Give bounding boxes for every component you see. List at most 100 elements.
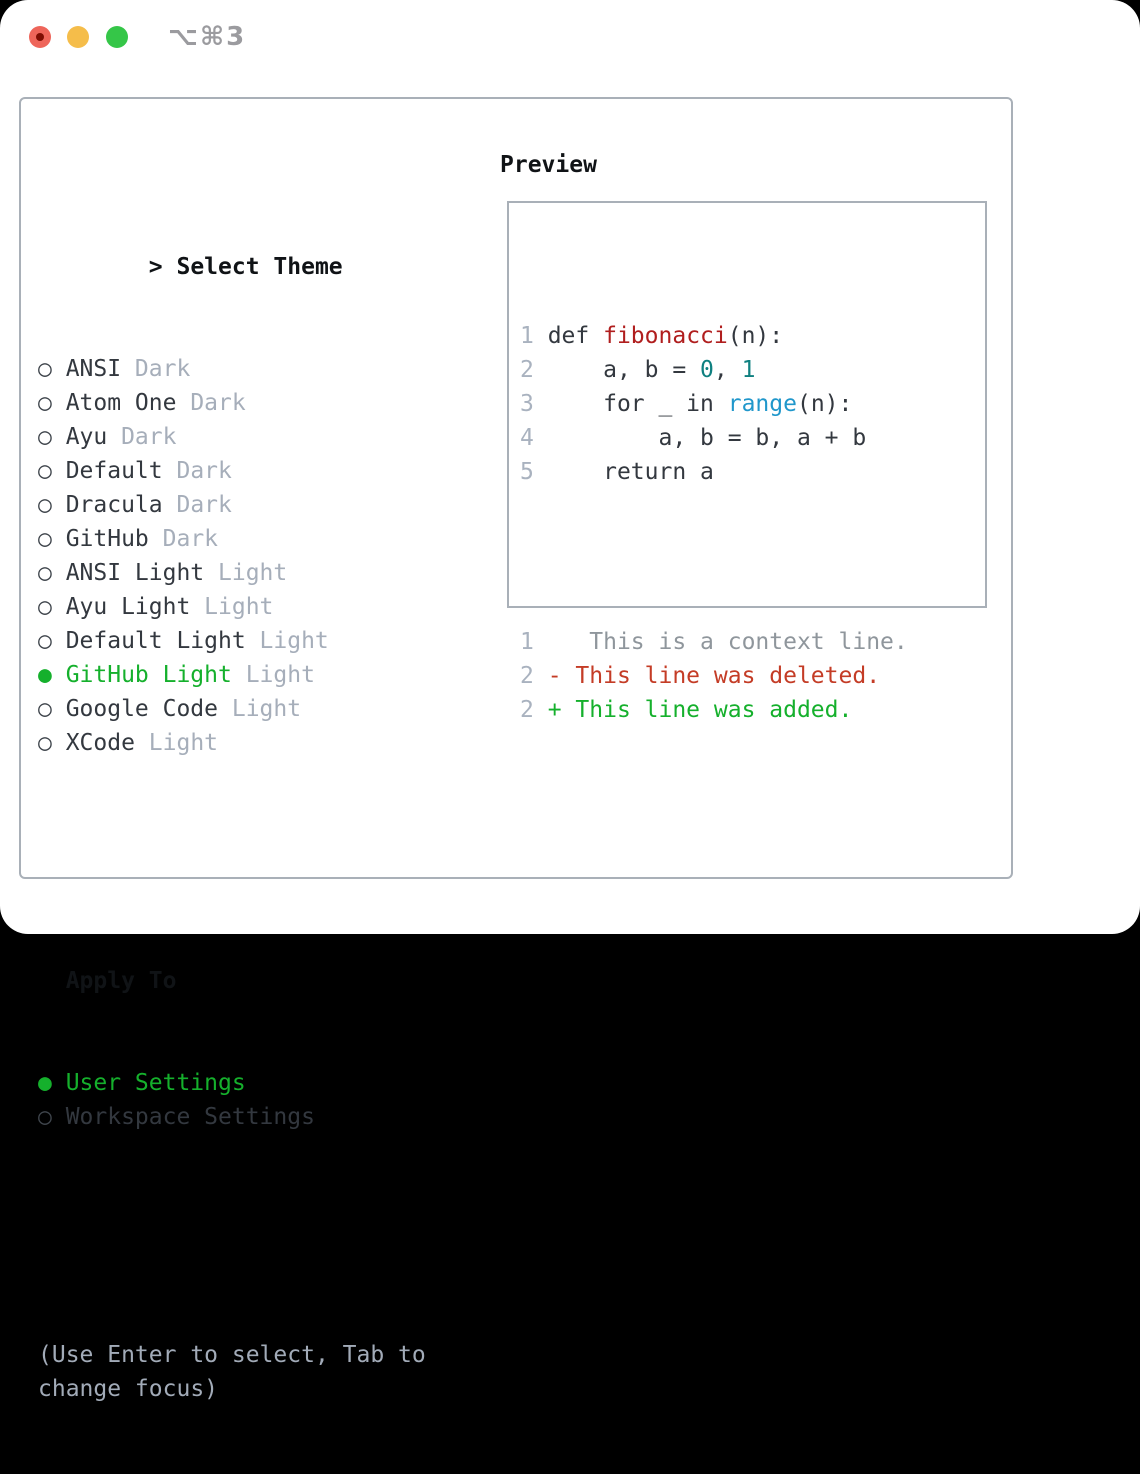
radio-icon: ● [38,1070,52,1096]
select-theme-header: > Select Theme [38,216,490,280]
radio-icon: ○ [38,628,52,654]
radio-icon: ○ [38,356,52,382]
close-button[interactable] [29,26,51,48]
apply-to-option[interactable]: ○ Workspace Settings [38,1100,490,1134]
apply-to-option[interactable]: ● User Settings [38,1066,490,1100]
radio-icon: ○ [38,594,52,620]
line-number: 1 [520,629,534,655]
theme-variant: Light [231,696,302,722]
diff-line: 2 + This line was added. [520,693,908,727]
theme-variant: Light [245,662,315,688]
code-token: (n): [727,323,784,349]
theme-option[interactable]: ● GitHub Light Light [38,658,490,692]
code-token: 0 [700,357,714,383]
theme-name: Default [65,458,163,484]
radio-icon: ○ [38,390,52,416]
radio-icon: ○ [38,424,52,450]
theme-option[interactable]: ○ Default Dark [38,454,490,488]
code-line: 5 return a [520,455,908,489]
diff-text: - This line was deleted. [533,663,881,689]
theme-name: Dracula [65,492,163,518]
line-number: 2 [520,663,534,689]
apply-to-title: Apply To [65,968,177,994]
code-token: for _ in [533,391,728,417]
radio-icon: ○ [38,696,52,722]
theme-name: Ayu Light [65,594,191,620]
close-dot-icon [36,33,44,41]
code-line: 2 a, b = 0, 1 [520,353,908,387]
theme-name: XCode [65,730,135,756]
theme-name: Default Light [65,628,246,654]
theme-variant: Light [204,594,274,620]
theme-variant: Dark [176,492,232,518]
diff-text: + This line was added. [533,697,853,723]
theme-variant: Dark [176,458,232,484]
radio-icon: ○ [38,560,52,586]
apply-to-name: User Settings [65,1070,246,1096]
line-number: 5 [520,459,534,485]
keyboard-hint: (Use Enter to select, Tab to change focu… [38,1342,426,1402]
theme-name: GitHub [65,526,149,552]
radio-icon: ● [38,662,52,688]
theme-option[interactable]: ○ ANSI Dark [38,352,490,386]
radio-icon: ○ [38,492,52,518]
select-theme-title: Select Theme [176,254,343,280]
line-number: 3 [520,391,534,417]
theme-option[interactable]: ○ Default Light Light [38,624,490,658]
code-token: fibonacci [603,323,728,349]
line-number: 1 [520,323,534,349]
code-line: 1 def fibonacci(n): [520,319,908,353]
titlebar: ⌥⌘3 [0,0,1140,76]
apply-to-name: Workspace Settings [65,1104,315,1130]
radio-icon: ○ [38,730,52,756]
diff-line: 1 This is a context line. [520,625,908,659]
line-number: 2 [520,697,534,723]
theme-option[interactable]: ○ Ayu Dark [38,420,490,454]
apply-to-section: Apply To ● User Settings ○ Workspace Settin… [38,896,490,1202]
theme-variant: Dark [190,390,246,416]
radio-icon: ○ [38,1104,52,1130]
theme-name: GitHub Light [65,662,232,688]
theme-option[interactable]: ○ XCode Light [38,726,490,760]
theme-variant: Light [218,560,288,586]
diff-text: This is a context line. [533,629,908,655]
theme-name: ANSI [65,356,122,382]
theme-variant: Light [148,730,219,756]
code-token: a, b = [533,357,701,383]
minimize-button[interactable] [67,26,89,48]
code-line: 3 for _ in range(n): [520,387,908,421]
code-line: 4 a, b = b, a + b [520,421,908,455]
line-number: 4 [520,425,534,451]
code-token: , [713,357,742,383]
line-number: 2 [520,357,534,383]
code-token: 1 [741,357,756,383]
zoom-button[interactable] [106,26,128,48]
theme-option[interactable]: ○ ANSI Light Light [38,556,490,590]
code-token: a, b = b, a + b [533,425,867,451]
theme-option[interactable]: ○ Ayu Light Light [38,590,490,624]
apply-to-list: ● User Settings ○ Workspace Settings [38,1066,490,1134]
theme-name: Ayu [65,424,108,450]
radio-icon: ○ [38,526,52,552]
code-token: def [533,323,604,349]
theme-option[interactable]: ○ Google Code Light [38,692,490,726]
radio-icon: ○ [38,458,52,484]
theme-variant: Dark [121,424,177,450]
theme-variant: Light [259,628,329,654]
theme-name: Google Code [65,696,219,722]
code-token: (n): [796,391,853,417]
theme-option[interactable]: ○ Dracula Dark [38,488,490,522]
theme-name: ANSI Light [65,560,205,586]
prompt-arrow-icon: > [148,254,163,280]
theme-variant: Dark [134,356,191,382]
diff-block: 1 This is a context line.2 - This line w… [520,625,908,727]
diff-line: 2 - This line was deleted. [520,659,908,693]
